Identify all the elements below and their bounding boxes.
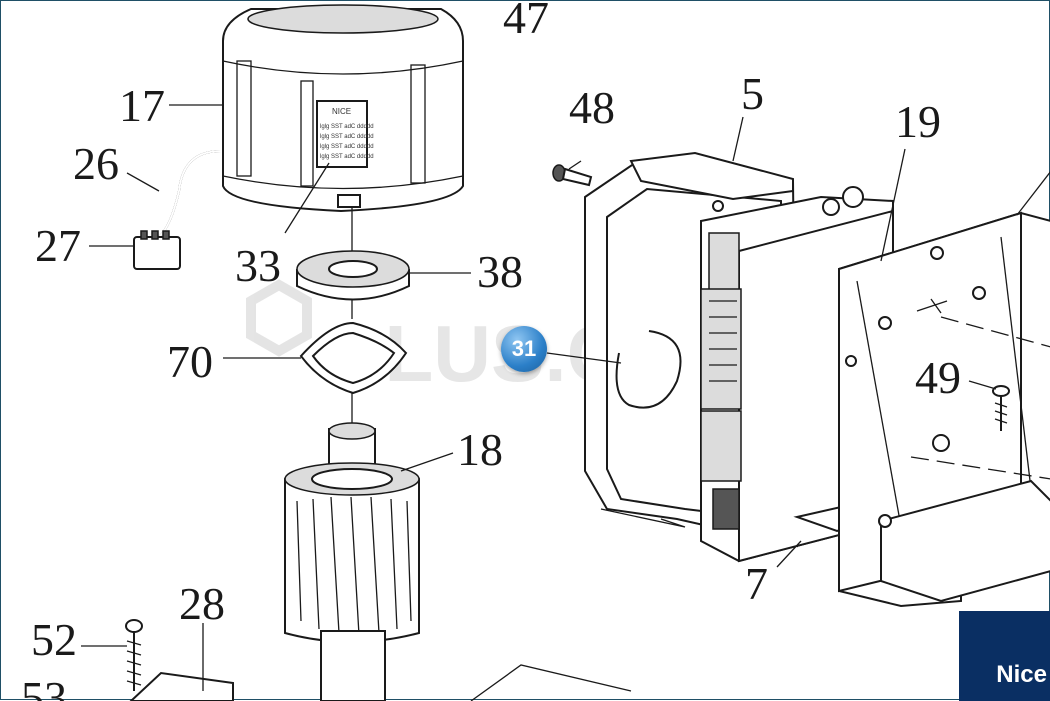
nameplate-line: lglg SST adC ddddd [320, 124, 374, 130]
bracket [838, 211, 1050, 608]
callout-17: 17 [119, 80, 165, 131]
seal-ring [299, 321, 408, 395]
base-outline [470, 664, 632, 701]
callout-48: 48 [569, 82, 615, 133]
brand-logo: Nice [959, 611, 1050, 701]
callout-28: 28 [179, 578, 225, 629]
hotspot-number: 31 [511, 336, 537, 361]
callout-19: 19 [895, 96, 941, 147]
part-31-hotspot[interactable]: 31 [501, 326, 547, 372]
nameplate-line: lglg SST adC ddddd [320, 134, 374, 140]
callout-27: 27 [35, 220, 81, 271]
callout-47: 47 [503, 1, 549, 43]
screw-48 [552, 164, 593, 187]
callout-53: 53 [21, 672, 67, 701]
leader-lines [81, 104, 1050, 691]
callout-18: 18 [457, 424, 503, 475]
nameplate-line: lglg SST adC ddddd [320, 144, 374, 150]
brand-logo-text: Nice [996, 661, 1047, 688]
callout-70: 70 [167, 336, 213, 387]
callout-52: 52 [31, 614, 77, 665]
callout-7: 7 [745, 558, 768, 609]
snap-ring [615, 330, 682, 409]
nameplate-brand: NICE [332, 107, 351, 116]
nameplate-line: lglg SST adC ddddd [320, 154, 374, 160]
callout-5: 5 [741, 68, 764, 119]
callout-38: 38 [477, 246, 523, 297]
motor-housing: NICE lglg SST adC ddddd lglg SST adC ddd… [222, 4, 464, 213]
callout-26: 26 [73, 138, 119, 189]
cable-and-connector [133, 150, 222, 270]
callout-labels: 47 17 26 27 33 38 70 18 28 52 53 48 5 19… [21, 1, 961, 701]
callout-49: 49 [915, 352, 961, 403]
bearing [296, 250, 410, 301]
screw-and-base [125, 619, 234, 701]
callout-33: 33 [235, 240, 281, 291]
rotor [284, 422, 420, 701]
motor-nameplate [316, 100, 368, 168]
screw-49 [992, 385, 1010, 431]
